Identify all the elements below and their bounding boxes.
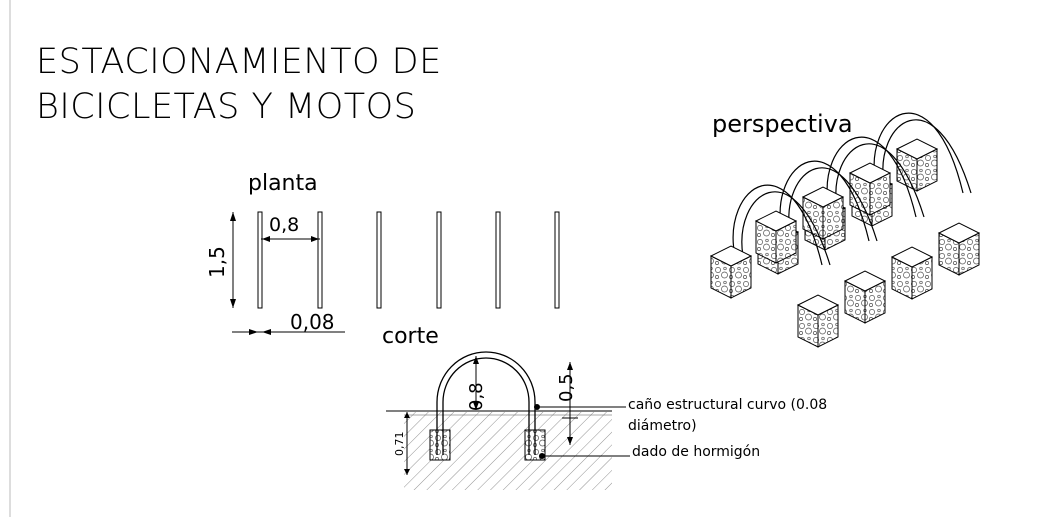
perspective-arch: [882, 119, 972, 194]
plan-bar: [376, 211, 382, 309]
arch-pipe: [436, 351, 536, 455]
dim-length: 1,5: [205, 246, 229, 278]
perspective-arch: [741, 191, 831, 266]
perspective-arch: [732, 184, 823, 266]
label-perspectiva: perspectiva: [712, 110, 853, 138]
concrete-cube: [843, 270, 887, 292]
plan-bar: [257, 211, 263, 309]
title-line-1: ESTACIONAMIENTO DE: [36, 42, 442, 82]
dim-arrow: [473, 402, 479, 410]
dim-arrow: [311, 236, 319, 242]
annotation-block: dado de hormigón: [632, 444, 761, 460]
arch-pipe: [442, 357, 530, 455]
label-planta: planta: [248, 171, 318, 196]
dim-arrow: [230, 212, 236, 221]
concrete-cube: [848, 162, 892, 184]
dim-width: 0,08: [290, 310, 335, 334]
label-corte: corte: [382, 324, 439, 349]
dim-arrow: [249, 329, 258, 335]
dim-arrow: [567, 362, 573, 370]
concrete-cube: [801, 186, 845, 208]
perspective-arch: [873, 112, 964, 194]
dim-arrow: [262, 236, 270, 242]
dim-spacing: 0,8: [269, 214, 300, 236]
plan-view: [230, 211, 560, 335]
perspective-arch: [779, 160, 870, 242]
dim-arrow: [473, 356, 479, 364]
concrete-cube: [709, 245, 753, 267]
dim-arrow: [262, 329, 271, 335]
plan-bar: [317, 211, 323, 309]
plan-bar: [495, 211, 501, 309]
concrete-cube: [890, 246, 934, 268]
perspective-arch: [826, 136, 917, 218]
title-line-2: BICICLETAS Y MOTOS: [36, 87, 417, 127]
concrete-cube: [796, 294, 840, 316]
concrete-block: [429, 429, 451, 461]
dim-arrow: [404, 412, 410, 418]
annotation-pipe-line1: caño estructural curvo (0.08: [628, 397, 828, 413]
section-view: [386, 351, 630, 490]
concrete-cube: [754, 210, 798, 232]
dim-arrow: [230, 299, 236, 308]
plan-bar: [554, 211, 560, 309]
dim-arch-height: 0,8: [466, 382, 487, 411]
perspective-arch: [835, 143, 925, 218]
perspective-view: [709, 112, 981, 348]
dim-arrow: [404, 469, 410, 475]
dim-above-ground: 0,5: [556, 373, 577, 402]
concrete-cube: [937, 222, 981, 244]
concrete-cube: [895, 138, 939, 160]
dim-arrow: [567, 437, 573, 445]
perspective-arch: [788, 167, 878, 242]
annotation-pipe-line2: diámetro): [628, 418, 697, 434]
plan-bar: [436, 211, 442, 309]
dim-depth: 0,71: [393, 431, 406, 457]
